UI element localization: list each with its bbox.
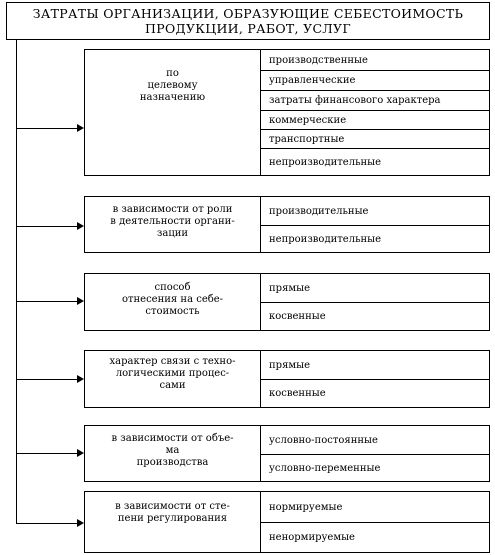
connector-1 bbox=[16, 128, 77, 129]
group-attribution-item: косвенные bbox=[261, 302, 489, 330]
group-volume-label: в зависимости от объе- ма производства bbox=[85, 426, 261, 481]
group-technology-item: косвенные bbox=[261, 379, 489, 407]
group-volume-item: условно-постоянные bbox=[269, 434, 378, 446]
group-volume: в зависимости от объе- ма производства у… bbox=[84, 425, 490, 482]
connector-6 bbox=[16, 523, 77, 524]
group-role-item: производительные bbox=[269, 205, 369, 217]
arrow-1 bbox=[77, 124, 84, 132]
trunk-line bbox=[16, 40, 17, 524]
group-role: в зависимости от роли в деятельности орг… bbox=[84, 196, 490, 253]
arrow-4 bbox=[77, 375, 84, 383]
group-regulation: в зависимости от сте- пени регулирования… bbox=[84, 491, 490, 553]
group-role-items: производительные непроизводительные bbox=[261, 197, 489, 252]
arrow-6 bbox=[77, 519, 84, 527]
connector-2 bbox=[16, 226, 77, 227]
group-regulation-item: нормируемые bbox=[269, 501, 343, 513]
group-purpose-item: непроизводительные bbox=[261, 148, 489, 175]
diagram-title: ЗАТРАТЫ ОРГАНИЗАЦИИ, ОБРАЗУЮЩИЕ СЕБЕСТОИ… bbox=[6, 2, 490, 40]
group-purpose-item: коммерческие bbox=[261, 110, 489, 129]
group-technology-label: характер связи с техно- логическими проц… bbox=[85, 351, 261, 407]
group-volume-item: условно-переменные bbox=[261, 454, 489, 481]
group-technology-item: прямые bbox=[269, 359, 311, 371]
group-purpose-item: затраты финансового характера bbox=[261, 90, 489, 110]
title-line-2: ПРОДУКЦИИ, РАБОТ, УСЛУГ bbox=[145, 21, 351, 36]
group-role-item: непроизводительные bbox=[261, 225, 489, 252]
group-purpose-item: производственные bbox=[269, 54, 368, 66]
group-purpose-label: по целевому назначению bbox=[85, 50, 261, 175]
group-role-label: в зависимости от роли в деятельности орг… bbox=[85, 197, 261, 252]
connector-5 bbox=[16, 453, 77, 454]
group-attribution-item: прямые bbox=[269, 282, 311, 294]
group-purpose-items: производственные управленческие затраты … bbox=[261, 50, 489, 175]
group-purpose-item: транспортные bbox=[261, 129, 489, 148]
group-technology-items: прямые косвенные bbox=[261, 351, 489, 407]
group-attribution-label: способ отнесения на себе- стоимость bbox=[85, 274, 261, 330]
group-attribution-items: прямые косвенные bbox=[261, 274, 489, 330]
group-attribution: способ отнесения на себе- стоимость прям… bbox=[84, 273, 490, 331]
group-volume-items: условно-постоянные условно-переменные bbox=[261, 426, 489, 481]
group-purpose: по целевому назначению производственные … bbox=[84, 49, 490, 176]
connector-4 bbox=[16, 379, 77, 380]
title-line-1: ЗАТРАТЫ ОРГАНИЗАЦИИ, ОБРАЗУЮЩИЕ СЕБЕСТОИ… bbox=[32, 6, 464, 21]
group-technology: характер связи с техно- логическими проц… bbox=[84, 350, 490, 408]
connector-3 bbox=[16, 301, 77, 302]
group-purpose-item: управленческие bbox=[261, 70, 489, 90]
arrow-5 bbox=[77, 449, 84, 457]
arrow-2 bbox=[77, 222, 84, 230]
arrow-3 bbox=[77, 297, 84, 305]
group-regulation-item: ненормируемые bbox=[261, 522, 489, 552]
group-regulation-items: нормируемые ненормируемые bbox=[261, 492, 489, 552]
group-regulation-label: в зависимости от сте- пени регулирования bbox=[85, 492, 261, 552]
